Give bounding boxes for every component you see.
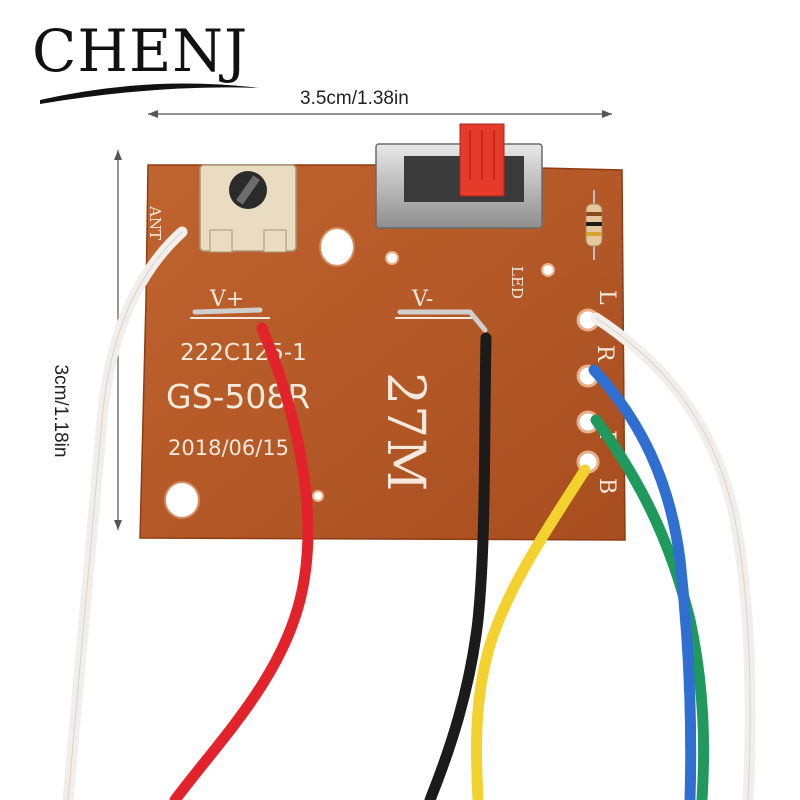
mounting-hole <box>164 481 200 519</box>
via <box>312 490 324 502</box>
manufacture-date: 2018/06/15 <box>168 436 289 460</box>
mounting-hole <box>319 227 355 267</box>
resistor <box>585 190 603 260</box>
label-v-minus: V- <box>411 287 433 312</box>
width-dimension-line <box>148 110 612 118</box>
via <box>541 263 555 277</box>
wires <box>62 226 756 800</box>
height-dimension-label: 3cm/1.18in <box>50 364 71 458</box>
black-wire <box>424 332 492 800</box>
frequency-label: 27M <box>375 372 435 491</box>
label-ant: ANT <box>146 205 164 240</box>
blue-wire <box>588 364 697 800</box>
part-code: 222C125-1 <box>180 340 307 366</box>
label-v-plus: V+ <box>209 287 244 312</box>
label-r: R <box>592 345 617 363</box>
brand-logo-text: CHENJ <box>32 17 249 85</box>
slide-switch <box>375 123 543 229</box>
via <box>385 251 399 265</box>
label-led: LED <box>508 266 526 299</box>
yellow-wire <box>471 464 591 800</box>
potentiometer <box>199 164 297 253</box>
width-dimension-label: 3.5cm/1.38in <box>300 88 409 109</box>
label-b: B <box>594 478 619 494</box>
red-wire <box>169 322 314 800</box>
brand-swoosh <box>40 83 260 104</box>
label-l: L <box>594 290 619 305</box>
